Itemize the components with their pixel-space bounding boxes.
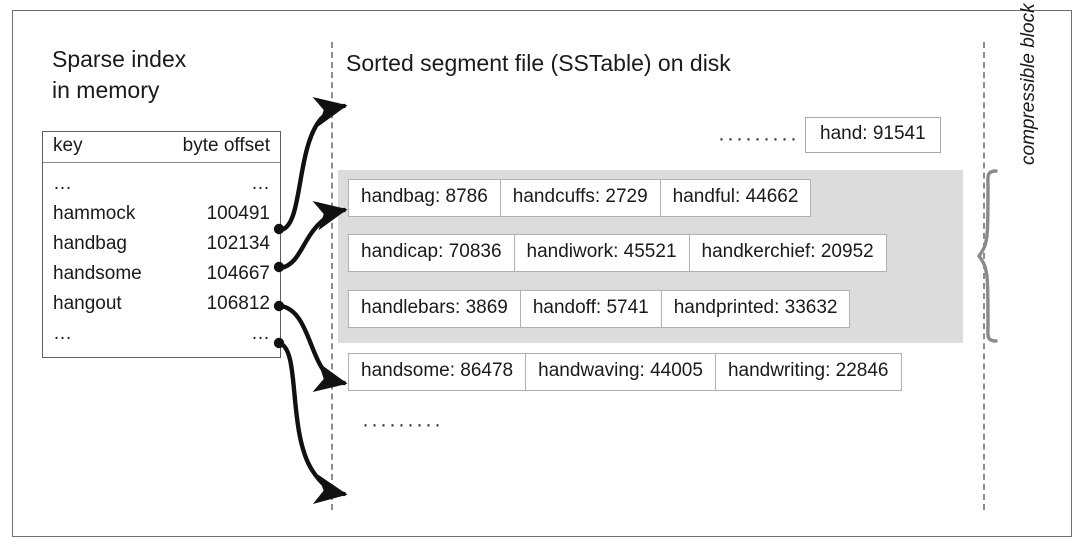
column-header-key: key	[53, 135, 83, 156]
right-dashed-guide	[983, 42, 985, 510]
segment-cell: handicap: 70836	[348, 234, 515, 272]
segment-cell: handcuffs: 2729	[499, 179, 661, 217]
row-key: handbag	[53, 233, 127, 254]
sparse-index-body: … … hammock 100491 handbag 102134 handso…	[43, 163, 280, 357]
top-ellipsis: ·········	[718, 127, 799, 150]
segment-entry-hand: hand: 91541	[805, 117, 941, 153]
table-row: handbag 102134	[53, 229, 270, 259]
segment-cell: handsome: 86478	[348, 353, 527, 391]
segment-cell: handprinted: 33632	[660, 290, 851, 328]
row-key: …	[53, 173, 72, 194]
row-offset: 106812	[206, 293, 270, 314]
segment-cell: handiwork: 45521	[513, 234, 690, 272]
column-header-byte-offset: byte offset	[182, 135, 270, 156]
row-key: hangout	[53, 293, 122, 314]
row-offset: …	[251, 323, 270, 344]
row-offset: 102134	[206, 233, 270, 254]
segment-cell: handwriting: 22846	[714, 353, 902, 391]
row-offset: 104667	[206, 263, 270, 284]
segment-row: handbag: 8786 handcuffs: 2729 handful: 4…	[348, 179, 812, 217]
sstable-heading: Sorted segment file (SSTable) on disk	[346, 50, 731, 76]
segment-cell: handoff: 5741	[519, 290, 662, 328]
bottom-ellipsis: ·········	[362, 413, 443, 436]
segment-cell: handbag: 8786	[348, 179, 501, 217]
segment-cell: handful: 44662	[659, 179, 812, 217]
segment-row: handicap: 70836 handiwork: 45521 handker…	[348, 234, 887, 272]
compressible-block-caption: compressible block	[1018, 3, 1039, 165]
table-row: … …	[53, 319, 270, 349]
segment-row: handsome: 86478 handwaving: 44005 handwr…	[348, 353, 902, 391]
table-row: … …	[53, 169, 270, 199]
sparse-index-heading: Sparse index in memory	[52, 46, 187, 103]
table-row: handsome 104667	[53, 259, 270, 289]
row-offset: …	[251, 173, 270, 194]
segment-cell: handwaving: 44005	[525, 353, 716, 391]
left-dashed-guide	[331, 42, 333, 510]
row-key: handsome	[53, 263, 142, 284]
sparse-index-header-row: key byte offset	[43, 132, 280, 163]
table-row: hammock 100491	[53, 199, 270, 229]
segment-cell: handkerchief: 20952	[688, 234, 887, 272]
row-key: hammock	[53, 203, 136, 224]
row-key: …	[53, 323, 72, 344]
segment-row: handlebars: 3869 handoff: 5741 handprint…	[348, 290, 851, 328]
segment-cell: handlebars: 3869	[348, 290, 521, 328]
sparse-index-table: key byte offset … … hammock 100491 handb…	[42, 131, 281, 358]
row-offset: 100491	[206, 203, 270, 224]
table-row: hangout 106812	[53, 289, 270, 319]
